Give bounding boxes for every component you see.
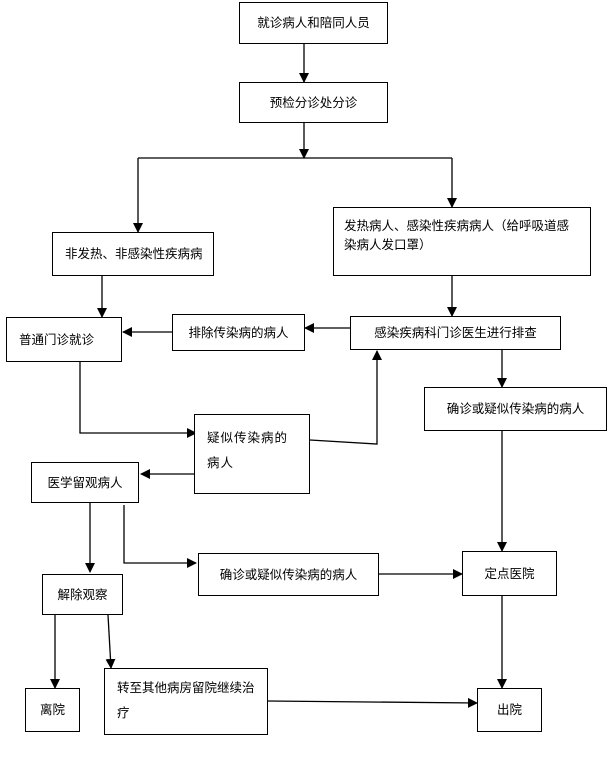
node-transfer-ward-label: 转至其他病房留院继续治疗 bbox=[117, 680, 255, 720]
node-general-outpatient-label: 普通门诊就诊 bbox=[19, 331, 95, 347]
node-transfer-ward: 转至其他病房留院继续治疗 bbox=[104, 668, 268, 735]
node-suspected-infectious-label: 疑似传染病的病人 bbox=[207, 430, 289, 470]
node-infection-screening: 感染疾病科门诊医生进行排查 bbox=[350, 316, 561, 350]
node-triage-label: 预检分诊处分诊 bbox=[269, 94, 358, 110]
node-release-observation: 解除观察 bbox=[42, 574, 123, 615]
node-confirmed-suspected-right-label: 确诊或疑似传染病的病人 bbox=[446, 401, 585, 417]
node-release-observation-label: 解除观察 bbox=[57, 586, 108, 602]
node-medical-observation-label: 医学留观病人 bbox=[47, 474, 123, 490]
node-designated-hospital: 定点医院 bbox=[462, 551, 557, 596]
node-general-outpatient: 普通门诊就诊 bbox=[6, 317, 122, 362]
node-confirmed-suspected-right: 确诊或疑似传染病的病人 bbox=[424, 387, 607, 431]
node-discharge: 出院 bbox=[477, 688, 542, 732]
node-excluded-infectious: 排除传染病的病人 bbox=[172, 314, 305, 351]
node-fever-infectious-label: 发热病人、感染性疾病病人（给呼吸道感染病人发口罩） bbox=[344, 218, 570, 253]
node-excluded-infectious-label: 排除传染病的病人 bbox=[188, 324, 289, 340]
arrow-n5-n9 bbox=[79, 362, 197, 438]
arrow-n10-n11 bbox=[123, 505, 197, 568]
node-medical-observation: 医学留观病人 bbox=[31, 462, 139, 503]
node-designated-hospital-label: 定点医院 bbox=[484, 565, 535, 581]
node-confirmed-suspected-mid: 确诊或疑似传染病的病人 bbox=[198, 553, 379, 596]
node-visiting-patients-label: 就诊病人和陪同人员 bbox=[257, 15, 370, 31]
node-triage: 预检分诊处分诊 bbox=[239, 82, 388, 123]
node-visiting-patients: 就诊病人和陪同人员 bbox=[239, 2, 388, 44]
node-suspected-infectious: 疑似传染病的病人 bbox=[194, 414, 310, 494]
node-confirmed-suspected-mid-label: 确诊或疑似传染病的病人 bbox=[219, 566, 358, 582]
arrow-n13-n15 bbox=[105, 614, 116, 669]
node-non-fever-label: 非发热、非感染性疾病病 bbox=[65, 246, 203, 262]
node-infection-screening-label: 感染疾病科门诊医生进行排查 bbox=[374, 325, 537, 341]
node-fever-infectious: 发热病人、感染性疾病病人（给呼吸道感染病人发口罩） bbox=[333, 207, 591, 276]
arrow-n9-n7 bbox=[309, 350, 382, 445]
node-leave-hospital-label: 离院 bbox=[39, 702, 65, 718]
node-leave-hospital: 离院 bbox=[25, 688, 80, 732]
node-non-fever: 非发热、非感染性疾病病 bbox=[52, 232, 214, 276]
arrow-n15-n16 bbox=[267, 697, 478, 708]
node-discharge-label: 出院 bbox=[496, 702, 522, 718]
